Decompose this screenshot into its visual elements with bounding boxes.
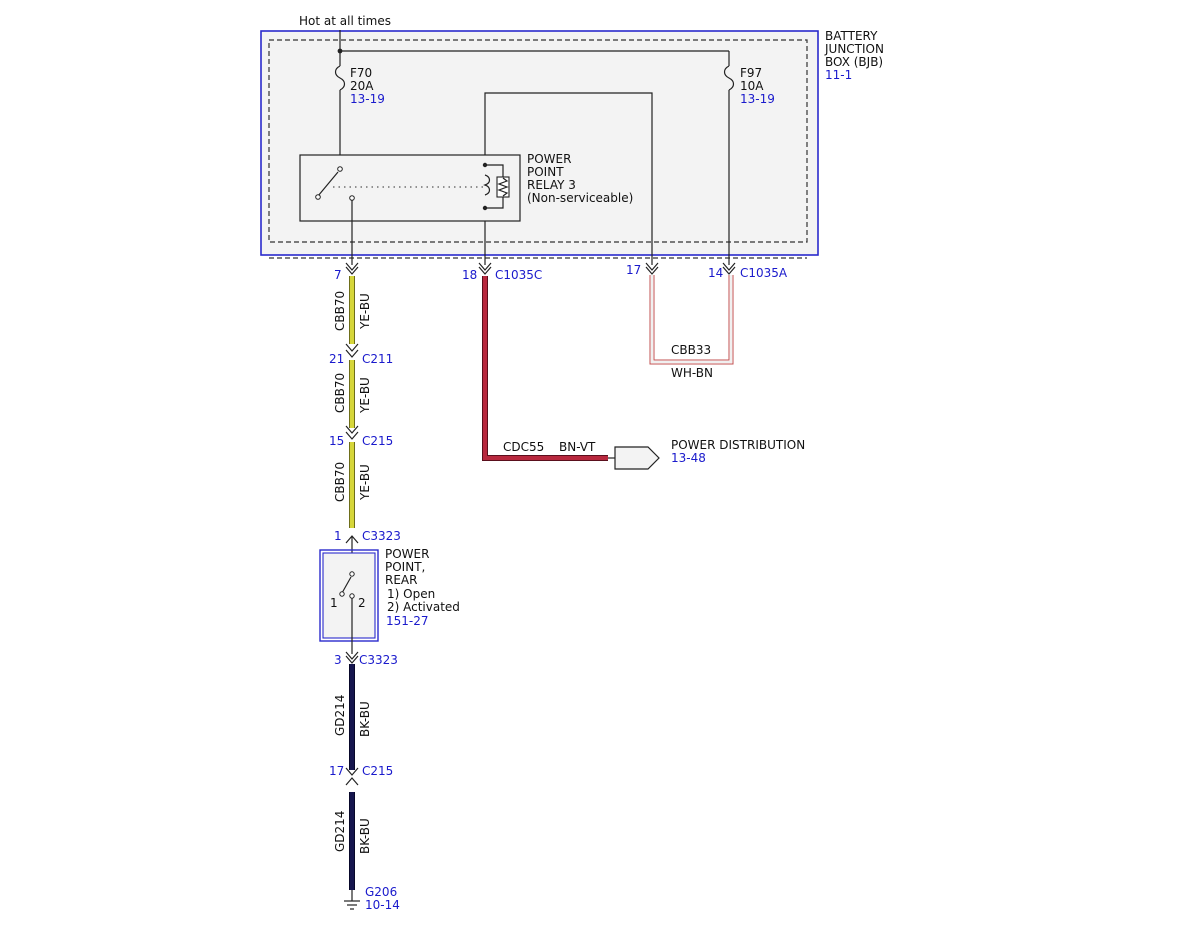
connector-c1035c-link[interactable]: C1035C: [495, 268, 542, 282]
wire-cbb70-seg1-color: YE-BU: [358, 293, 372, 330]
fuse-f97-ref-link[interactable]: 13-19: [740, 92, 775, 106]
wire-cdc55: [483, 276, 608, 460]
power-point-rear-state2: 2) Activated: [387, 600, 460, 614]
power-point-rear-line3: REAR: [385, 573, 417, 587]
connector-c215a-marker-b: [345, 431, 359, 440]
wire-gd214-seg2-circuit: GD214: [333, 811, 347, 852]
switch-position-1: 1: [330, 596, 338, 610]
connector-c3323-pin3-marker: [345, 651, 359, 660]
connector-pin18-number: 18: [462, 268, 477, 282]
connector-c3323-pin3: 3: [334, 653, 342, 667]
connector-pin18-marker: [478, 262, 492, 271]
wire-gd214-seg1-circuit: GD214: [333, 695, 347, 736]
switch-contact-top: [349, 571, 355, 577]
relay-label-line2: POINT: [527, 165, 564, 179]
fuse-f97-name: F97: [740, 66, 762, 80]
connector-pin17-number: 17: [626, 263, 641, 277]
relay-label-line3: RELAY 3: [527, 178, 576, 192]
wire-cbb33-color: WH-BN: [671, 366, 713, 380]
relay-contact-pivot: [315, 194, 321, 200]
wire-cbb33-inner: [653, 275, 730, 361]
connector-c3323-top-link[interactable]: C3323: [362, 529, 401, 543]
relay-label-line4: (Non-serviceable): [527, 191, 633, 205]
connector-c1035a-link[interactable]: C1035A: [740, 266, 788, 280]
connector-c211-pin: 21: [329, 352, 344, 366]
connector-c3323-pin1-marker: [345, 535, 359, 544]
wire-cdc55-edge: [482, 276, 608, 461]
connector-pin17-marker: [645, 262, 659, 271]
relay-contact-top: [337, 166, 343, 172]
power-point-rear-line2: POINT,: [385, 560, 425, 574]
wire-cdc55-color: BN-VT: [559, 440, 596, 454]
fuse-f97-symbol: [723, 65, 735, 91]
power-point-rear-outer: [319, 549, 379, 642]
wire-cbb33-white: [651, 275, 732, 363]
wire-cbb70-seg3-color: YE-BU: [358, 464, 372, 501]
wire-cbb70-seg2-circuit: CBB70: [333, 373, 347, 413]
wire-cbb33-outer: [649, 275, 734, 365]
wire-cbb70-seg1-circuit: CBB70: [333, 291, 347, 331]
connector-c215b-link[interactable]: C215: [362, 764, 393, 778]
bjb-title-line1: BATTERY: [825, 29, 878, 43]
bjb-ref-link[interactable]: 11-1: [825, 68, 852, 82]
connector-c215a-link[interactable]: C215: [362, 434, 393, 448]
connector-c3323-pin1: 1: [334, 529, 342, 543]
relay-contact-output: [349, 195, 355, 201]
power-point-rear-ref-link[interactable]: 151-27: [386, 614, 429, 628]
wire-cdc55-circuit: CDC55: [503, 440, 544, 454]
bjb-title-line2: JUNCTION: [824, 42, 884, 56]
power-point-rear-inner: [322, 552, 376, 639]
connector-c215b-marker-up: [345, 777, 359, 786]
power-distribution-label: POWER DISTRIBUTION: [671, 438, 805, 452]
connector-pin7-marker-b: [345, 266, 359, 275]
wire-cbb70-seg3-circuit: CBB70: [333, 462, 347, 502]
ground-g206-ref-link[interactable]: 10-14: [365, 898, 400, 912]
connector-c215b-pin: 17: [329, 764, 344, 778]
connector-c211-marker: [345, 343, 359, 352]
connector-c215a-marker: [345, 425, 359, 434]
connector-pin18-marker-b: [478, 266, 492, 275]
connector-pin7-number: 7: [334, 268, 342, 282]
power-point-rear-line1: POWER: [385, 547, 429, 561]
connector-c3323-bottom-link[interactable]: C3323: [359, 653, 398, 667]
switch-position-2: 2: [358, 596, 366, 610]
power-distribution-arrow-icon[interactable]: [614, 446, 660, 470]
bjb-title-line3: BOX (BJB): [825, 55, 883, 69]
connector-c211-marker-b: [345, 349, 359, 358]
connector-pin14-marker-b: [722, 266, 736, 275]
ground-g206-name[interactable]: G206: [365, 885, 397, 899]
connector-pin14-number: 14: [708, 266, 723, 280]
relay-label-line1: POWER: [527, 152, 571, 166]
connector-pin7-marker: [345, 262, 359, 271]
wire-gd214-seg1-color: BK-BU: [358, 701, 372, 737]
switch-contact-pivot: [339, 591, 345, 597]
fuse-f70-symbol: [334, 65, 346, 91]
wire-gd214-seg2-color: BK-BU: [358, 818, 372, 854]
relay-coil-winding: [483, 174, 491, 196]
bjb-inner-dashed: [268, 39, 808, 243]
fuse-f70-ref-link[interactable]: 13-19: [350, 92, 385, 106]
connector-pin17-marker-b: [645, 266, 659, 275]
connector-c3323-pin3-marker-b: [345, 655, 359, 664]
relay-resistor-zigzag: [497, 177, 509, 197]
wire-cbb33-circuit: CBB33: [671, 343, 711, 357]
switch-arm: [341, 576, 352, 594]
fuse-f70-name: F70: [350, 66, 372, 80]
connector-c215a-pin: 15: [329, 434, 344, 448]
connector-pin14-marker: [722, 262, 736, 271]
wire-cbb70-seg2-color: YE-BU: [358, 377, 372, 414]
switch-contact-output: [349, 593, 355, 599]
fuse-f97-rating: 10A: [740, 79, 764, 93]
connector-c215b-marker: [345, 767, 359, 776]
power-point-rear-state1: 1) Open: [387, 587, 435, 601]
power-distribution-ref-link[interactable]: 13-48: [671, 451, 706, 465]
relay-switch-arm: [317, 171, 339, 197]
connector-c211-link[interactable]: C211: [362, 352, 393, 366]
fuse-f70-rating: 20A: [350, 79, 374, 93]
hot-at-all-times-label: Hot at all times: [299, 14, 391, 28]
